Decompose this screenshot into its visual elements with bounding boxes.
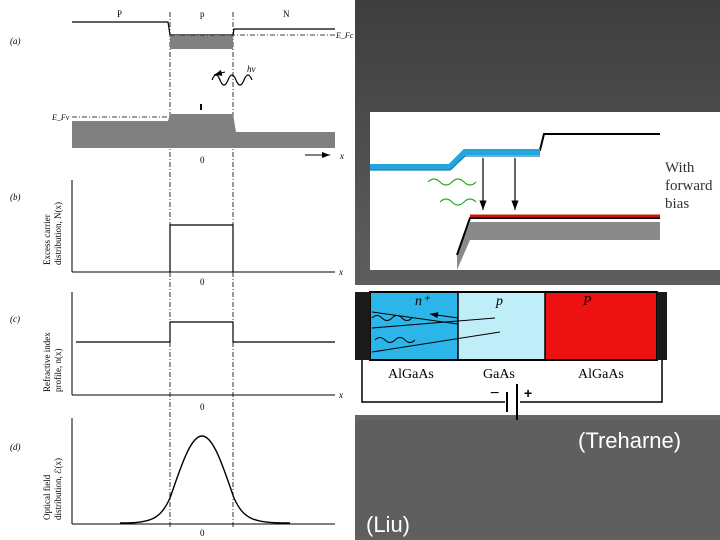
top-label-p-left: P <box>117 9 122 19</box>
bias-electron-band-edge <box>370 155 540 171</box>
panel-label-d: (d) <box>10 442 21 452</box>
region-n-plus <box>370 292 458 360</box>
bias-valence-fill <box>457 222 660 270</box>
x-label-a: x <box>339 151 344 161</box>
battery-plus: + <box>524 385 532 401</box>
carrier-distribution-curve <box>169 224 234 272</box>
device-ray-1 <box>429 312 459 319</box>
right-figure: With forward bias n⁺ p P AlGaAs GaAs AlG… <box>355 112 720 420</box>
conduction-band-edge <box>72 21 335 36</box>
x-label-c: x <box>338 390 343 400</box>
device-ray-3 <box>371 331 501 353</box>
circuit-wire-right <box>520 360 663 403</box>
panel-label-a: (a) <box>10 36 21 46</box>
battery-minus: − <box>490 385 499 402</box>
bias-band-panel <box>370 112 720 270</box>
region-label-n-plus: n⁺ <box>415 294 431 309</box>
top-label-p-mid: p <box>200 9 205 19</box>
region-p-gaas <box>458 292 545 360</box>
region-bottom-label-2: GaAs <box>483 367 515 382</box>
device-wave-2 <box>374 337 416 343</box>
conduction-band-fill <box>170 35 233 49</box>
zero-label-d: 0 <box>200 528 205 538</box>
citation-treharne: (Treharne) <box>578 428 682 453</box>
right-contact <box>657 292 667 360</box>
efv-label: E_Fv <box>51 113 70 122</box>
ylabel-b-line1: Excess carrier <box>42 214 52 265</box>
region-p-algaas <box>545 292 657 360</box>
emitted-photon-1 <box>427 178 477 186</box>
left-contact <box>355 292 370 360</box>
region-bottom-label-3: AlGaAs <box>578 367 624 382</box>
region-label-p: p <box>495 294 503 309</box>
bias-label-line3: bias <box>665 196 689 212</box>
x-label-b: x <box>338 267 343 277</box>
ylabel-b-line2: distribution, N(x) <box>53 202 63 265</box>
region-label-P: P <box>582 294 592 309</box>
device-ray-4 <box>371 311 459 325</box>
ylabel-c-line2: profile, n(x) <box>53 349 63 392</box>
top-label-n: N <box>283 9 290 19</box>
left-figure: (a) P p N E_Fc hν E_Fv 0 x (b) 0 x Exces… <box>10 9 354 538</box>
zero-label-c: 0 <box>200 402 205 412</box>
bias-valence-edge <box>456 217 660 256</box>
zero-label-a: 0 <box>200 155 205 165</box>
bias-electron-band <box>370 149 540 170</box>
region-bottom-label-1: AlGaAs <box>388 367 434 382</box>
bias-label-line1: With <box>665 160 695 176</box>
device-ray-2 <box>371 317 496 329</box>
bias-label-line2: forward <box>665 178 713 194</box>
device-wave-1 <box>371 315 413 321</box>
valence-band-fill <box>72 114 335 148</box>
background-lower-panel <box>355 420 720 540</box>
efc-label: E_Fc <box>335 31 354 40</box>
ylabel-d-line2: distribution, ℰ(x) <box>53 458 63 520</box>
photon-label: hν <box>247 64 256 74</box>
photon-arrow <box>213 70 226 76</box>
refractive-index-curve <box>76 321 335 343</box>
photon-wave <box>211 74 253 86</box>
ylabel-c-line1: Refractive index <box>42 332 52 392</box>
ylabel-d-line1: Optical field <box>42 474 52 520</box>
citation-liu: (Liu) <box>366 512 411 537</box>
zero-label-b: 0 <box>200 277 205 287</box>
circuit-wire-left <box>361 360 505 403</box>
panel-label-b: (b) <box>10 192 21 202</box>
emitted-photon-2 <box>439 198 477 206</box>
optical-field-curve <box>119 435 291 524</box>
panel-label-c: (c) <box>10 314 20 324</box>
